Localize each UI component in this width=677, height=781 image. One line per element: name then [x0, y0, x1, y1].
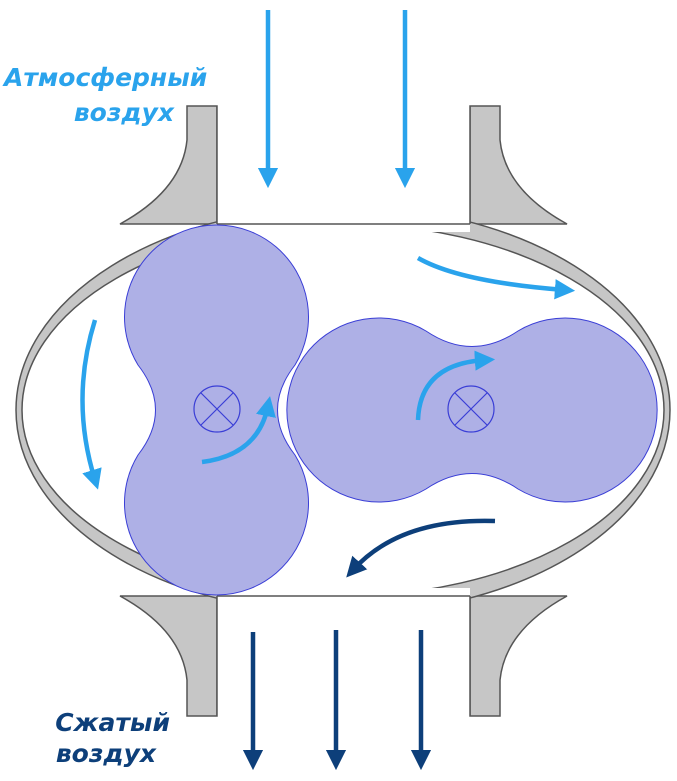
flow-arrow-icon — [80, 319, 102, 490]
outlet-label-line2: воздух — [56, 739, 157, 768]
housing-outlet-right-flange — [469, 595, 568, 717]
flow-arrow-icon — [201, 396, 276, 465]
housing-outlet-left-flange — [119, 595, 218, 717]
outlet-channel — [217, 588, 470, 716]
shaft-axis-icon — [193, 385, 241, 433]
inlet-walls — [216, 106, 471, 225]
housing-inlet-right-flange — [469, 105, 568, 225]
intake-label-line1: Атмосферный — [2, 63, 207, 92]
intake-label-line2: воздух — [74, 98, 175, 127]
right-rotor — [286, 317, 658, 503]
outlet-walls — [216, 595, 471, 716]
flow-arrow-icon — [415, 350, 496, 421]
shaft-axis-icon — [447, 385, 495, 433]
outlet-label-line1: Сжатый — [55, 708, 170, 737]
inlet-channel — [217, 106, 470, 232]
flow-arrow-icon — [346, 518, 496, 578]
outlet-arrows — [242, 518, 496, 771]
intake-arrows — [80, 10, 576, 490]
housing-inlet-left-flange — [119, 105, 218, 225]
flow-arrow-icon — [416, 256, 576, 300]
left-rotor — [124, 224, 309, 596]
